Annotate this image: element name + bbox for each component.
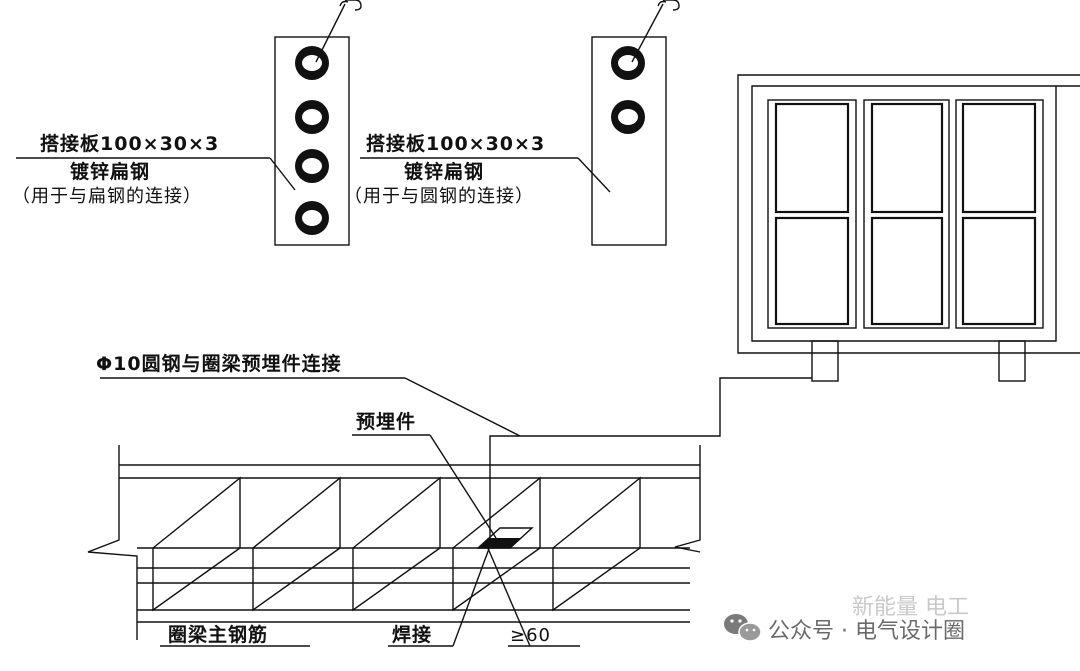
bonding-plate-left [16,0,362,246]
bolt-hole-4 [295,201,329,235]
wechat-icon [724,614,762,642]
bolt-hole-1 [295,46,329,80]
plate-left-note: （用于与扁钢的连接） [12,186,202,207]
watermark-text: 公众号 · 电气设计圈 [768,619,965,644]
plate-right-note: （用于与圆钢的连接） [344,186,534,207]
weld-label: 焊接 [392,623,432,646]
min-length-label: ≥60 [510,625,551,646]
bolt-hole-6 [611,100,645,134]
clamp-symbol-left [339,0,362,11]
embedded-plate [476,527,534,549]
plate-left-spec: 搭接板100×30×3 [40,132,219,155]
beam-stirrups [152,476,641,612]
bolt-hole-5 [611,46,645,80]
round-steel-label: Φ10圆钢与圈梁预埋件连接 [96,352,342,375]
clamp-symbol-right [657,0,680,11]
watermark-faint-text: 新能量 电工 [852,595,969,620]
window-frame [737,74,1080,382]
embedded-part-label: 预埋件 [356,410,416,433]
ring-beam [87,445,701,640]
round-steel-conductor [100,377,812,540]
bolt-hole-2 [295,100,329,134]
watermark: 新能量 电工 公众号 · 电气设计圈 [724,595,969,644]
bolt-hole-3 [295,149,329,183]
plate-right-material: 镀锌扁钢 [404,160,484,183]
plate-left-material: 镀锌扁钢 [70,160,150,183]
bonding-plate-right [360,0,680,246]
ring-beam-rebar-label: 圈梁主钢筋 [168,623,268,646]
plate-right-spec: 搭接板100×30×3 [366,132,545,155]
